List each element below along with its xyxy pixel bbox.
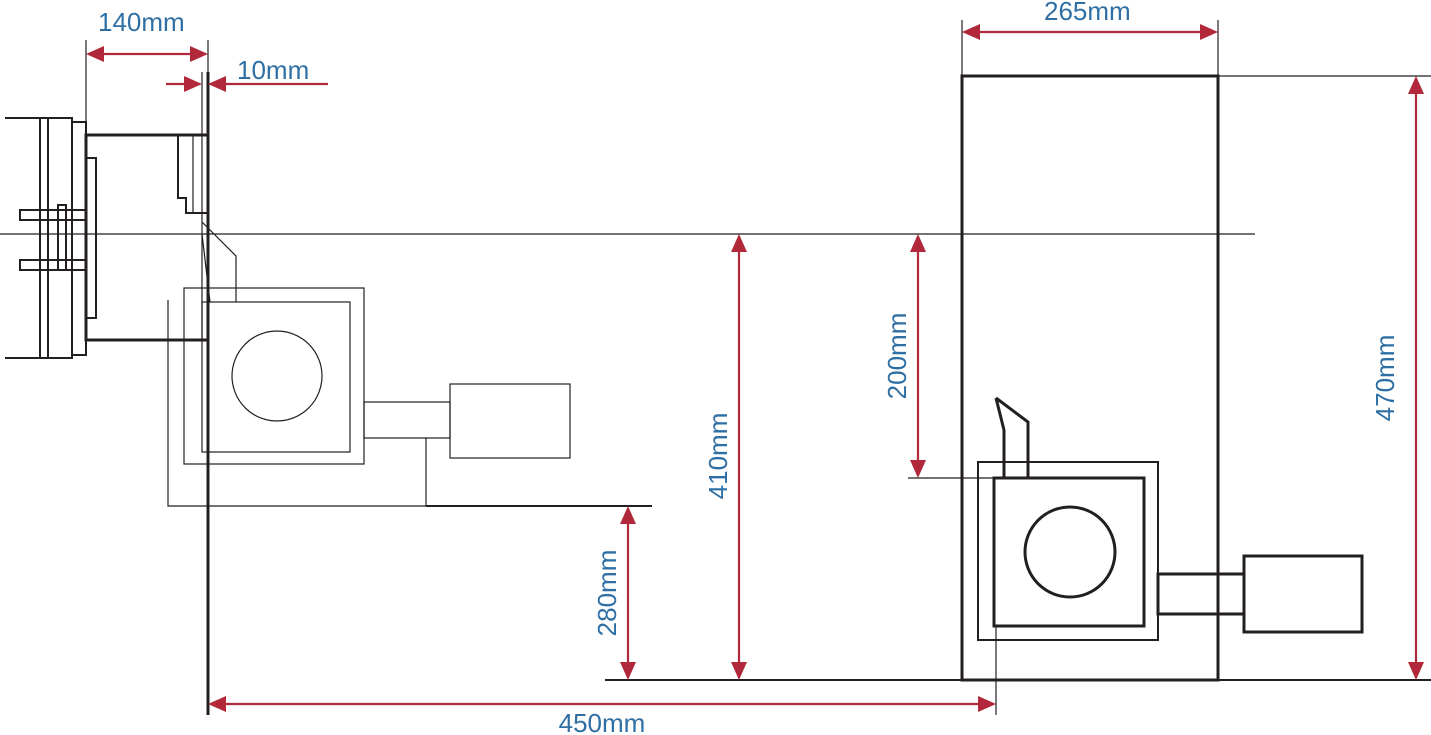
left-flange-unit bbox=[5, 117, 210, 359]
stud-bolt-lower bbox=[19, 259, 87, 271]
right-actuator-motor bbox=[1242, 554, 1364, 634]
dim-label-265: 265mm bbox=[1044, 0, 1131, 26]
flange-plate-outer bbox=[47, 117, 73, 359]
valve-outer-box bbox=[183, 287, 365, 465]
right-housing bbox=[908, 74, 1431, 715]
dim-label-280: 280mm bbox=[592, 550, 622, 637]
valve-port-circle bbox=[231, 330, 323, 422]
dimension-140mm: 140mm bbox=[85, 7, 209, 135]
dim-label-10: 10mm bbox=[237, 55, 309, 85]
left-valve-body bbox=[167, 221, 652, 507]
stud-bolt-upper bbox=[19, 209, 87, 221]
inner-unit-outer bbox=[977, 461, 1159, 641]
dimension-280mm: 280mm bbox=[592, 506, 636, 680]
actuator-motor bbox=[449, 383, 571, 459]
dimension-450mm: 450mm bbox=[208, 696, 996, 735]
dimension-410mm: 410mm bbox=[703, 234, 747, 680]
right-actuator-shaft bbox=[1156, 572, 1246, 616]
inner-port-circle bbox=[1023, 505, 1117, 599]
dimension-200mm: 200mm bbox=[882, 234, 926, 478]
valve-inner-box bbox=[201, 301, 351, 453]
dim-label-450: 450mm bbox=[559, 708, 646, 735]
actuator-shaft bbox=[363, 401, 451, 439]
dim-label-140: 140mm bbox=[98, 7, 185, 37]
flange-body bbox=[84, 133, 210, 342]
dimension-10mm: 10mm bbox=[166, 55, 328, 92]
dim-label-200: 200mm bbox=[882, 313, 912, 400]
dim-label-410: 410mm bbox=[703, 413, 733, 500]
housing-body bbox=[960, 74, 1220, 682]
dim-label-470: 470mm bbox=[1370, 335, 1400, 422]
dimension-470mm: 470mm bbox=[1370, 76, 1424, 680]
dimension-265mm: 265mm bbox=[961, 0, 1219, 76]
inner-unit-inner bbox=[992, 476, 1146, 628]
flange-plate bbox=[71, 121, 87, 356]
